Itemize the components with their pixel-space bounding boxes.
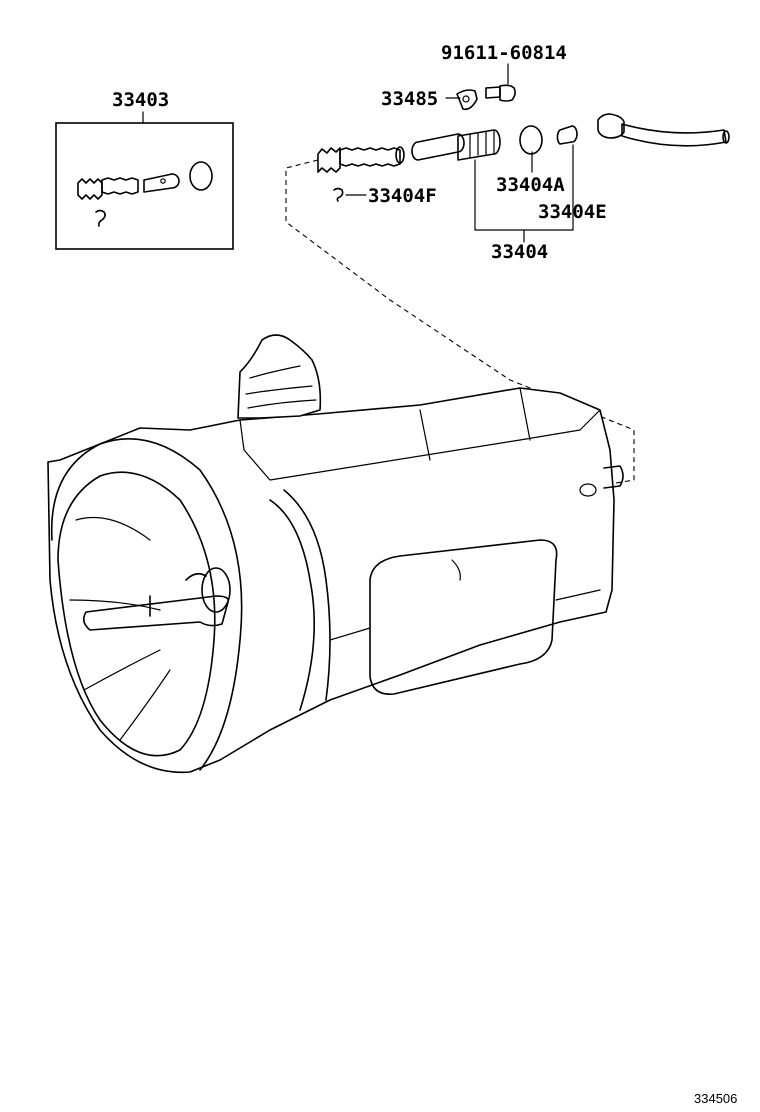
label-91611-60814: 91611-60814 [441, 42, 567, 64]
figure-number: 334506 [694, 1091, 737, 1106]
speedometer-cable-icon [597, 113, 730, 147]
exploded-parts [317, 84, 730, 202]
o-ring-33404A-icon [519, 125, 543, 155]
label-33403: 33403 [112, 89, 169, 111]
clip-33404F-icon [333, 187, 344, 202]
plate-icon [456, 89, 478, 111]
clip-icon [95, 209, 106, 227]
bolt-icon [485, 84, 516, 102]
plate-hole [462, 95, 470, 103]
small-sleeve-icon [556, 125, 578, 145]
label-33404A: 33404A [496, 174, 565, 196]
label-33404: 33404 [491, 241, 548, 263]
driven-gear-shaft-icon [317, 146, 405, 173]
label-33404E: 33404E [538, 201, 607, 223]
o-ring-icon [189, 161, 213, 191]
assembly-dashed-lines [285, 159, 635, 485]
assembly-33403-box [55, 122, 234, 250]
sleeve-icon [411, 129, 501, 161]
label-33404F: 33404F [368, 185, 437, 207]
transmission-icon [47, 334, 624, 774]
leader-lines [142, 63, 574, 243]
driven-gear-icon [77, 173, 180, 200]
label-33485: 33485 [381, 88, 438, 110]
